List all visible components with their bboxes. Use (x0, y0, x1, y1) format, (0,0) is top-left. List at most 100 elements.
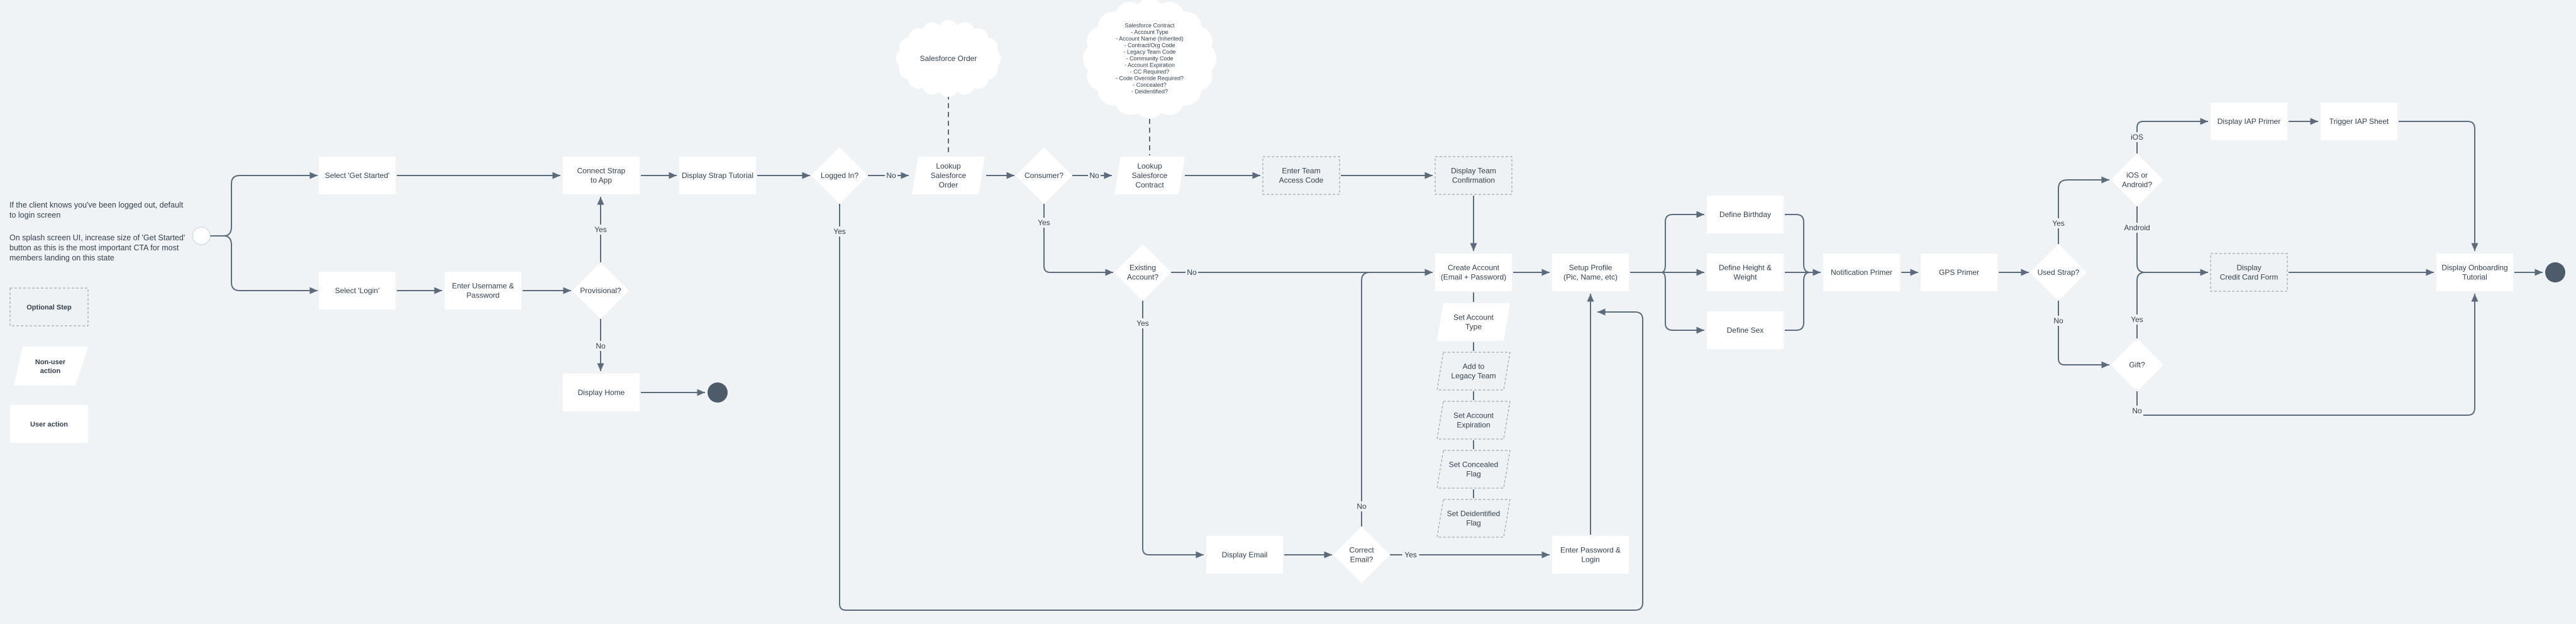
notification-primer: Notification Primer (1823, 254, 1900, 291)
display-home-shape (563, 374, 640, 411)
label-existing-no-text: No (1187, 268, 1197, 277)
select-get-started-shape (319, 157, 396, 194)
edge-to-birthday (1661, 211, 1704, 273)
strap-tutorial: Display Strap Tutorial (679, 157, 756, 194)
connect-strap-shape (563, 157, 640, 194)
select-login-shape (319, 272, 396, 309)
salesforce-order-cloud-label: Salesforce Order (920, 54, 977, 63)
salesforce-order-cloud-body (903, 28, 994, 89)
label-used-strap-no-bg (2052, 316, 2065, 326)
end-node-home (708, 382, 728, 403)
label-correct-yes-text: Yes (1404, 550, 1417, 559)
consumer-decision-label: Consumer? (1024, 171, 1063, 180)
label-consumer-yes-text: Yes (1038, 218, 1050, 227)
label-used-strap-yes-text: Yes (2052, 219, 2065, 228)
edge-gift-no (2136, 294, 2479, 416)
label-consumer-no: No (1088, 170, 1101, 181)
select-get-started-label: Select 'Get Started' (325, 171, 390, 180)
create-account: Create Account(Email + Password) (1435, 254, 1512, 291)
label-gift-yes-text: Yes (2131, 315, 2143, 324)
used-strap-decision-label: Used Strap? (2038, 268, 2080, 277)
label-existing-yes: Yes (1134, 318, 1152, 328)
define-birthday-shape (1707, 196, 1784, 233)
gift-decision-label: Gift? (2129, 360, 2145, 369)
set-deidentified-flag-shape (1436, 499, 1511, 538)
create-account-label: Create Account(Email + Password) (1441, 264, 1506, 282)
label-correct-yes-bg (1402, 550, 1419, 560)
label-gift-yes: Yes (2128, 315, 2146, 325)
create-account-shape (1435, 254, 1512, 291)
edge-logged-in-yes (839, 204, 1643, 611)
edge-used-strap-no (2058, 301, 2109, 369)
edge-correct-no (1361, 269, 1433, 526)
salesforce-contract-cloud-body (1096, 11, 1204, 106)
gps-primer-label: GPS Primer (1939, 268, 1979, 277)
label-android: Android (2119, 223, 2155, 233)
gps-primer-shape (1921, 254, 1997, 291)
set-account-expiration-shape (1436, 401, 1511, 440)
edge-labels: YesNoNoYesNoYesNoYesYesNoYesNoiOSAndroid… (592, 132, 2155, 560)
label-ios: iOS (2128, 132, 2146, 142)
lookup-contract-shape (1114, 157, 1185, 194)
label-provisional-no: No (594, 341, 607, 351)
setup-profile: Setup Profile(Pic, Name, etc) (1552, 254, 1629, 291)
trigger-iap-sheet-shape (2321, 103, 2397, 140)
label-logged-in-no-bg (885, 170, 897, 181)
used-strap-decision: Used Strap? (2030, 244, 2087, 301)
gps-primer: GPS Primer (1921, 254, 1997, 291)
gift-decision: Gift? (2111, 338, 2163, 391)
define-birthday: Define Birthday (1707, 196, 1784, 233)
team-confirmation-shape (1435, 156, 1513, 195)
label-provisional-no-bg (594, 341, 607, 351)
legend-user-shape (10, 405, 88, 443)
display-email-label: Display Email (1222, 550, 1268, 559)
set-account-type-shape (1437, 303, 1510, 341)
label-consumer-yes: Yes (1035, 218, 1053, 228)
logged-in-decision-shape (811, 147, 868, 204)
gift-decision-shape (2111, 338, 2163, 391)
define-height-weight-shape (1707, 254, 1784, 291)
edge-sex-merge (1785, 272, 1811, 331)
enter-password-login: Enter Password &Login (1552, 536, 1629, 574)
label-logged-in-no: No (885, 170, 897, 181)
edge-ios (2136, 118, 2208, 153)
define-sex: Define Sex (1707, 311, 1784, 349)
label-provisional-yes: Yes (592, 225, 609, 235)
team-access-code-shape (1262, 156, 1340, 195)
trigger-iap-sheet-label: Trigger IAP Sheet (2329, 117, 2389, 126)
label-used-strap-no-text: No (2053, 316, 2063, 325)
label-gift-no: No (2131, 406, 2143, 416)
enter-username: Enter Username &Password (445, 272, 521, 309)
label-logged-in-yes: Yes (831, 226, 848, 237)
enter-password-login-shape (1552, 536, 1629, 574)
existing-account-decision-shape (1114, 244, 1171, 301)
provisional-decision: Provisional? (572, 262, 629, 319)
add-legacy-team-shape (1436, 352, 1511, 391)
legend-nonuser-shape (14, 347, 88, 386)
legend-user-action: User action (10, 405, 88, 443)
label-consumer-no-bg (1088, 170, 1101, 181)
setup-profile-label: Setup Profile(Pic, Name, etc) (1563, 264, 1618, 282)
edge-birthday-merge (1785, 214, 1811, 273)
enter-password-login-label: Enter Password &Login (1560, 546, 1621, 564)
label-correct-no-bg (1355, 501, 1368, 511)
